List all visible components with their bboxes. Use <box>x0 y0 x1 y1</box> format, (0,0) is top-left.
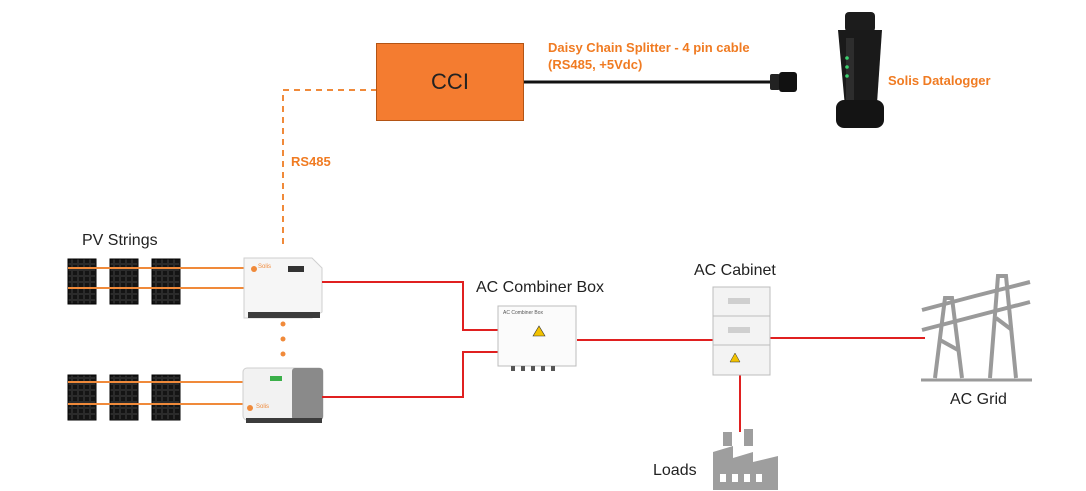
loads-label: Loads <box>653 462 697 479</box>
cci-box: CCI <box>376 43 524 121</box>
transmission-tower-icon <box>921 274 1032 382</box>
pv-string-top <box>67 258 244 305</box>
inverter-bottom-icon <box>242 367 324 423</box>
rs485-dashed-link <box>282 89 376 244</box>
ac-grid-label: AC Grid <box>950 391 1007 408</box>
inverter-brand-top: Solis <box>258 264 272 270</box>
ac-wiring <box>322 281 925 432</box>
factory-icon <box>713 429 778 490</box>
ac-combiner-box-icon <box>497 305 577 371</box>
splitter-sublabel: (RS485, +5Vdc) <box>548 57 643 72</box>
pv-string-bottom <box>67 374 244 421</box>
datalogger-label: Solis Datalogger <box>888 73 991 88</box>
ac-cabinet-icon <box>712 286 771 376</box>
ac-cabinet-label: AC Cabinet <box>694 262 776 279</box>
inverter-top-icon <box>243 257 323 319</box>
datalogger-icon <box>836 12 884 128</box>
combiner-plate-text: AC Combiner Box <box>503 310 544 316</box>
inverter-brand-bottom: Solis <box>256 404 270 410</box>
more-inverters-dots <box>280 321 286 357</box>
rs485-label: RS485 <box>291 154 331 169</box>
splitter-label: Daisy Chain Splitter - 4 pin cable <box>548 40 750 55</box>
cci-label: CCI <box>431 69 469 94</box>
cable-connector <box>770 72 797 92</box>
pv-strings-label: PV Strings <box>82 232 158 249</box>
ac-combiner-label: AC Combiner Box <box>476 279 605 296</box>
